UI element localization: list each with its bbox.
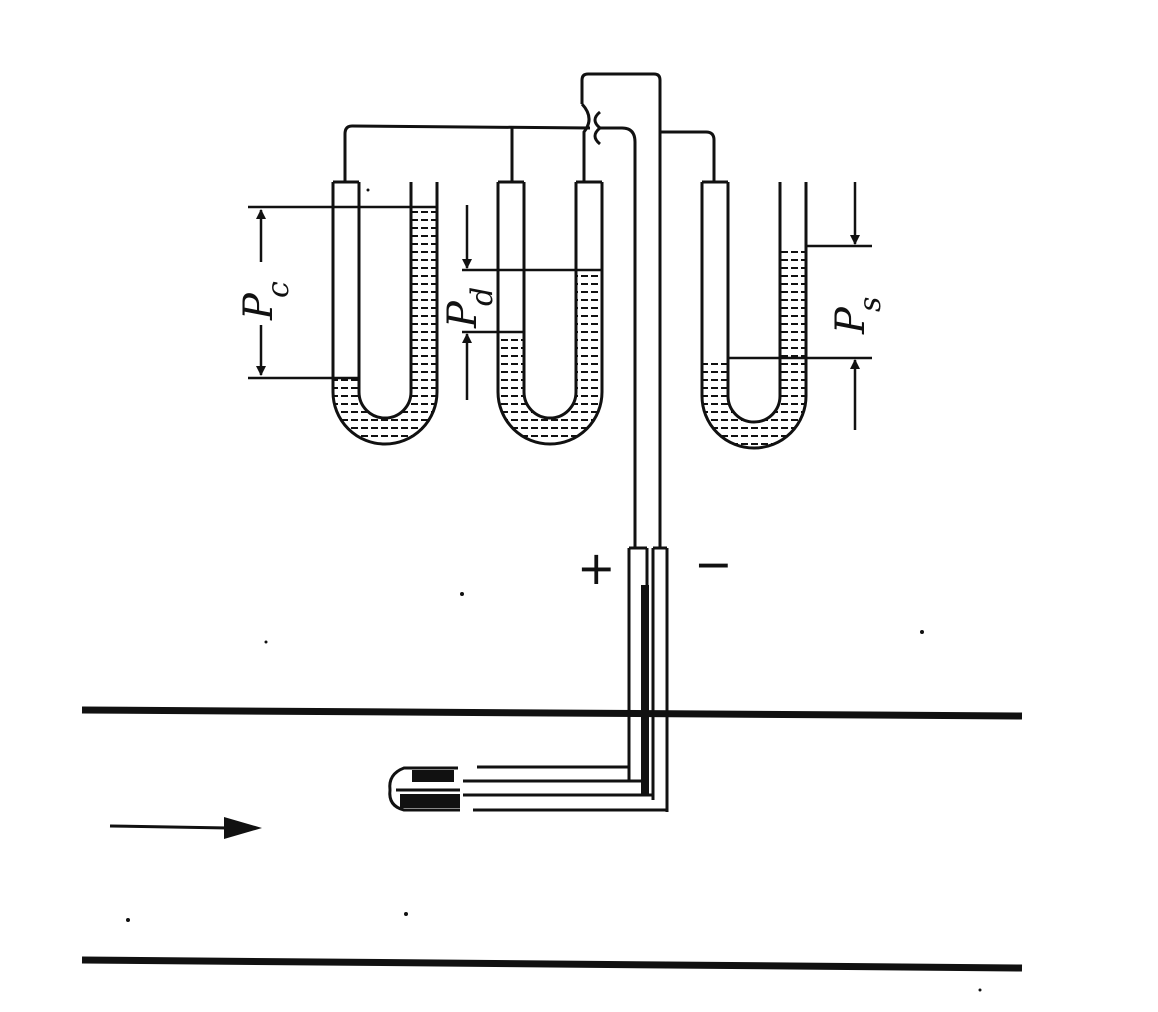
label-pc-main: P [236,292,282,321]
label-pc: P c [236,281,296,321]
probe-ports: + − [577,537,733,595]
dimension-ps [728,182,872,430]
dimension-pd [462,205,602,400]
label-ps: P s [828,297,888,335]
manometer-static-fluid [702,246,806,448]
pitot-static-probe [388,546,669,812]
duct-top-wall [81,706,1023,720]
manometer-total-fluid [333,207,437,444]
tubing [343,72,716,548]
label-pd: P d [440,287,500,329]
scan-specks [126,188,982,992]
manometer-dynamic [496,180,604,446]
manometer-total-tube [331,180,439,446]
label-ps-main: P [828,306,874,335]
label-pd-subscript: d [465,287,500,306]
label-pd-main: P [440,300,486,329]
duct-bottom-wall [81,956,1023,972]
dimension-pc [248,205,437,380]
flow-direction-arrow [109,817,262,839]
manometer-total [331,180,439,446]
minus-sign: − [694,537,733,591]
label-pc-subscript: c [261,281,296,298]
manometer-dynamic-tube [496,180,604,446]
label-ps-subscript: s [853,297,888,312]
manometer-static-tube [700,180,808,450]
plus-sign: + [577,541,616,595]
manometer-static [700,180,808,450]
duct [81,706,1023,972]
